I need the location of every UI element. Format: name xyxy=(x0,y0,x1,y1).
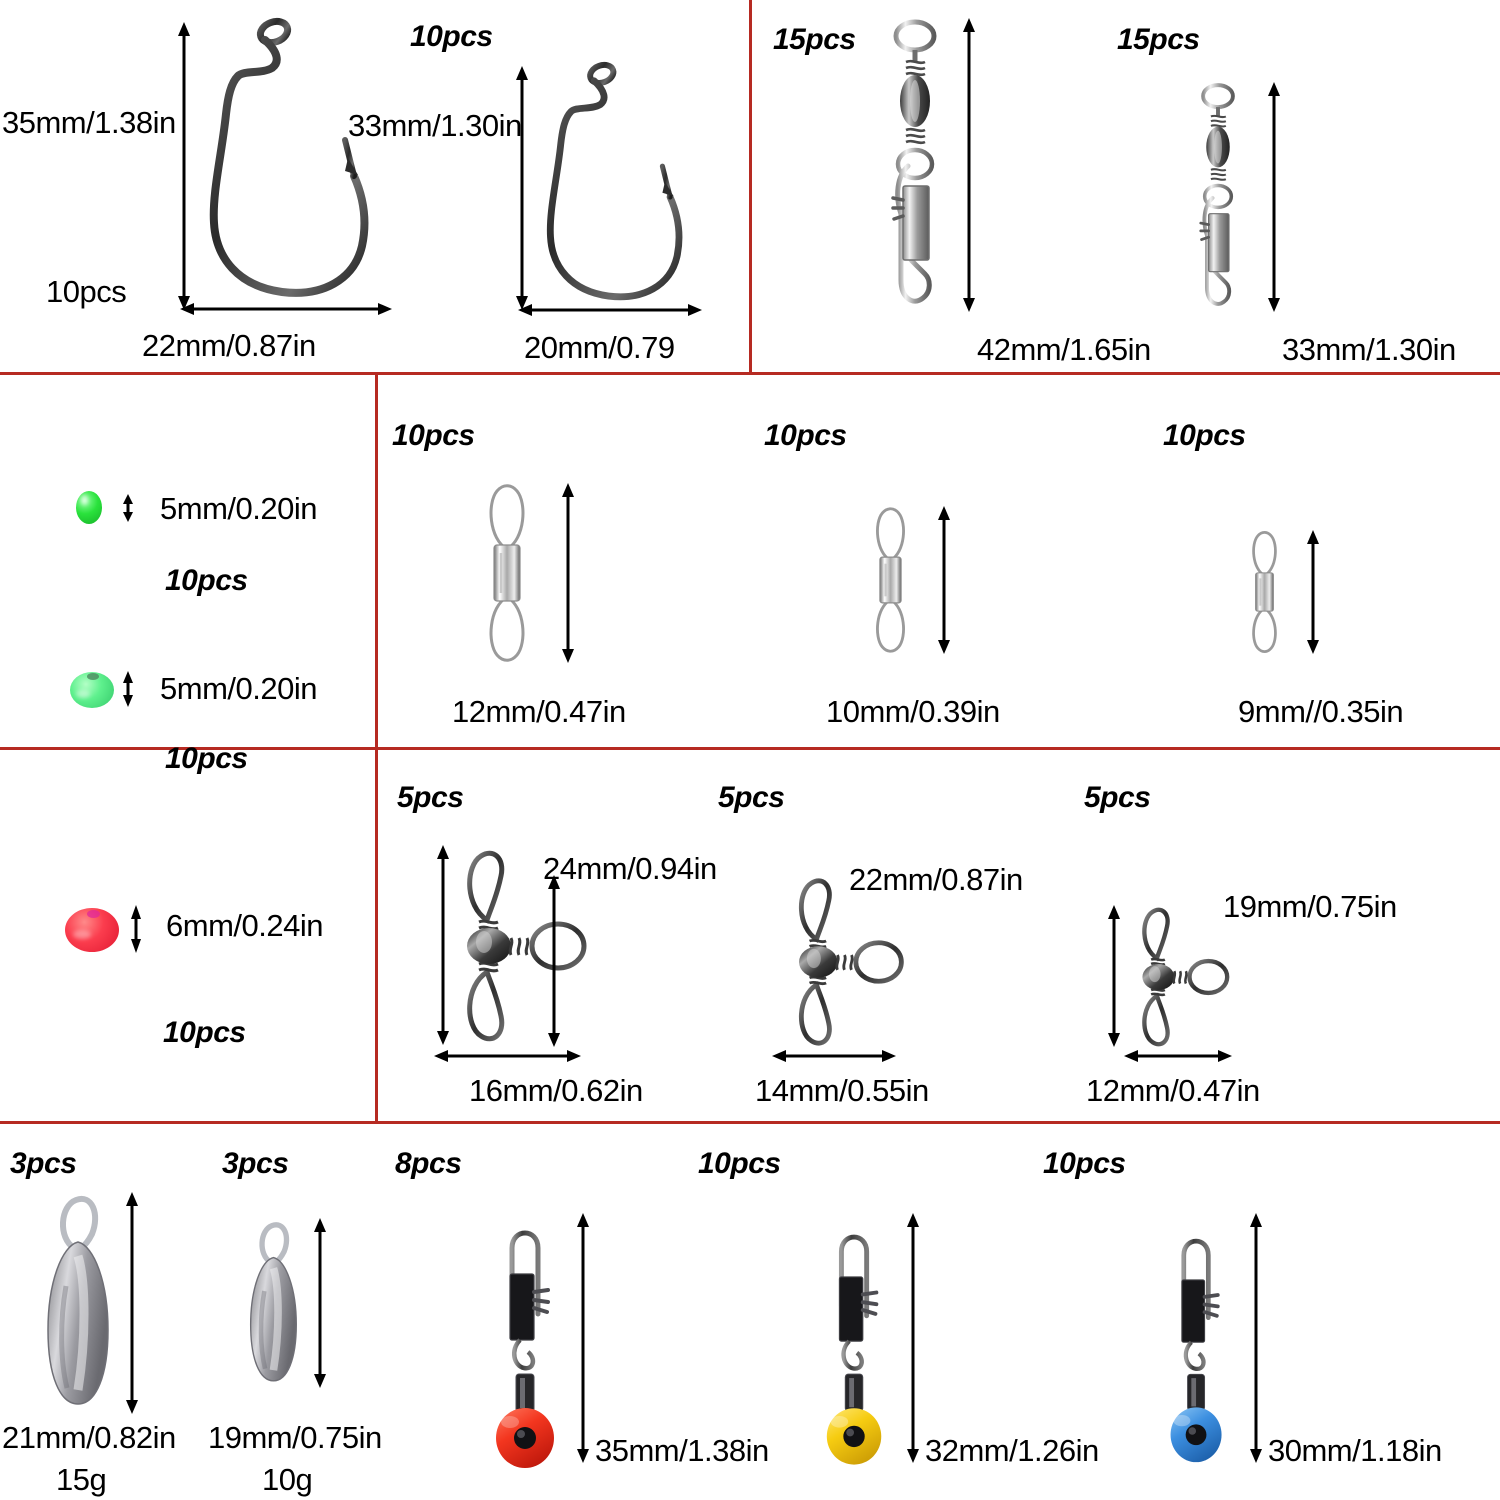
divider-col-top xyxy=(749,0,752,372)
rolling-swivel-large xyxy=(477,483,537,663)
three-way-1-height: 24mm/0.94in xyxy=(543,851,717,886)
rolling-swivel-medium xyxy=(866,506,915,654)
bead-green-round xyxy=(70,672,114,708)
bead-snap-3-arrow xyxy=(1248,1213,1264,1463)
divider-row-2 xyxy=(0,747,1500,750)
bead-snap-3-length: 30mm/1.18in xyxy=(1268,1433,1442,1468)
sinker-2-qty: 3pcs xyxy=(222,1147,289,1180)
sinker-1-length: 21mm/0.82in xyxy=(2,1420,176,1455)
three-way-3-width: 12mm/0.47in xyxy=(1086,1073,1260,1108)
hook-1-width-label: 22mm/0.87in xyxy=(142,328,316,363)
bead-2-qty: 10pcs xyxy=(165,742,248,775)
three-way-swivel-large xyxy=(443,848,603,1044)
barrel-snap-2-length: 33mm/1.30in xyxy=(1282,332,1456,367)
bead-3-qty: 10pcs xyxy=(163,1016,246,1049)
bead-snap-1-qty: 8pcs xyxy=(395,1147,462,1180)
hook-2-width-arrow xyxy=(518,302,702,318)
offset-hook-small xyxy=(520,61,710,314)
bead-red-round xyxy=(65,908,119,952)
three-way-3-height: 19mm/0.75in xyxy=(1223,889,1397,924)
rolling-swivel-3-length: 9mm//0.35in xyxy=(1238,694,1404,729)
sinker-1-qty: 3pcs xyxy=(10,1147,77,1180)
three-way-3-height-arrow xyxy=(1106,905,1122,1047)
rolling-swivel-3-arrow xyxy=(1305,530,1321,654)
bead-2-size-label: 5mm/0.20in xyxy=(160,671,317,706)
divider-row-3 xyxy=(0,1121,1500,1124)
bead-1-size-arrow xyxy=(120,494,136,522)
barrel-snap-1-arrow xyxy=(961,18,977,312)
divider-col-left xyxy=(375,372,378,1124)
teardrop-sinker-large xyxy=(34,1190,126,1416)
three-way-1-width: 16mm/0.62in xyxy=(469,1073,643,1108)
rolling-swivel-1-arrow xyxy=(560,483,576,663)
three-way-1-qty: 5pcs xyxy=(397,781,464,814)
hook-1-qty-secondary: 10pcs xyxy=(46,274,127,309)
bead-1-size-label: 5mm/0.20in xyxy=(160,491,317,526)
bead-3-size-arrow xyxy=(128,905,144,953)
sinker-1-weight: 15g xyxy=(56,1462,107,1497)
divider-row-1 xyxy=(0,372,1500,375)
hook-2-width-label: 20mm/0.79 xyxy=(524,330,675,365)
bead-snap-swivel-red xyxy=(490,1218,562,1470)
rolling-swivel-1-qty: 10pcs xyxy=(392,419,475,452)
hook-1-qty: 10pcs xyxy=(410,20,493,53)
barrel-snap-1-length: 42mm/1.65in xyxy=(977,332,1151,367)
rolling-swivel-2-arrow xyxy=(936,506,952,654)
rolling-swivel-3-qty: 10pcs xyxy=(1163,419,1246,452)
bead-snap-1-arrow xyxy=(575,1213,591,1463)
bead-snap-2-length: 32mm/1.26in xyxy=(925,1433,1099,1468)
rolling-swivel-2-qty: 10pcs xyxy=(764,419,847,452)
sinker-1-arrow xyxy=(124,1192,140,1414)
sinker-2-length: 19mm/0.75in xyxy=(208,1420,382,1455)
three-way-swivel-medium xyxy=(778,876,918,1048)
teardrop-sinker-small xyxy=(240,1218,310,1390)
rolling-swivel-1-length: 12mm/0.47in xyxy=(452,694,626,729)
three-way-2-width: 14mm/0.55in xyxy=(755,1073,929,1108)
bead-2-size-arrow xyxy=(120,671,136,707)
rolling-swivel-small xyxy=(1244,530,1285,654)
three-way-2-width-arrow xyxy=(772,1048,896,1064)
bead-green-oval xyxy=(76,491,102,524)
three-way-1-width-arrow xyxy=(434,1048,581,1064)
three-way-2-qty: 5pcs xyxy=(718,781,785,814)
bead-snap-1-length: 35mm/1.38in xyxy=(595,1433,769,1468)
rolling-swivel-2-length: 10mm/0.39in xyxy=(826,694,1000,729)
three-way-2-height-arrow xyxy=(546,875,562,1047)
three-way-3-width-arrow xyxy=(1124,1048,1232,1064)
bead-snap-3-qty: 10pcs xyxy=(1043,1147,1126,1180)
bead-1-qty: 10pcs xyxy=(165,564,248,597)
three-way-2-height: 22mm/0.87in xyxy=(849,862,1023,897)
hook-2-height-label: 33mm/1.30in xyxy=(348,108,522,143)
barrel-snap-swivel-large xyxy=(875,18,955,314)
hook-2-height-arrow xyxy=(514,66,530,310)
bead-snap-swivel-blue xyxy=(1163,1226,1231,1466)
sinker-2-arrow xyxy=(312,1218,328,1388)
sinker-2-weight: 10g xyxy=(262,1462,313,1497)
bead-snap-2-qty: 10pcs xyxy=(698,1147,781,1180)
three-way-1-height-arrow xyxy=(435,845,451,1045)
barrel-snap-2-arrow xyxy=(1266,82,1282,312)
hook-1-width-arrow xyxy=(180,301,392,317)
bead-snap-swivel-yellow xyxy=(820,1222,890,1468)
hook-1-height-arrow xyxy=(176,22,192,310)
three-way-swivel-small xyxy=(1124,906,1242,1048)
hook-1-height-label: 35mm/1.38in xyxy=(2,105,176,140)
barrel-snap-2-qty: 15pcs xyxy=(1117,23,1200,56)
three-way-3-qty: 5pcs xyxy=(1084,781,1151,814)
bead-3-size-label: 6mm/0.24in xyxy=(166,908,323,943)
barrel-snap-swivel-small xyxy=(1186,82,1250,314)
barrel-snap-1-qty: 15pcs xyxy=(773,23,856,56)
bead-snap-2-arrow xyxy=(905,1213,921,1463)
offset-hook-large xyxy=(182,17,397,313)
